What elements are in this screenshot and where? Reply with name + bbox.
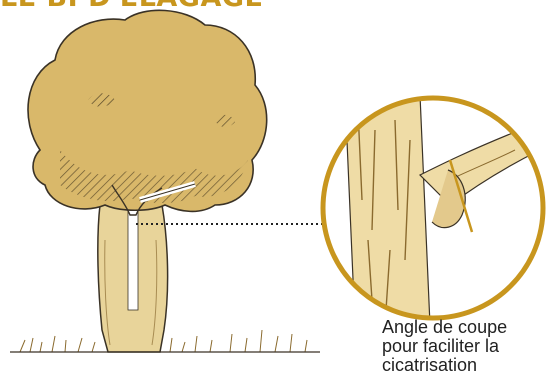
caption-line-3: cicatrisation — [382, 356, 547, 375]
grass — [10, 330, 320, 352]
tree-illustration — [10, 10, 320, 352]
magnifier-circle — [320, 95, 549, 325]
caption-line-1: Angle de coupe — [382, 318, 547, 337]
cut-angle-caption: Angle de coupe pour faciliter la cicatri… — [382, 318, 547, 375]
caption-line-2: pour faciliter la — [382, 337, 547, 356]
